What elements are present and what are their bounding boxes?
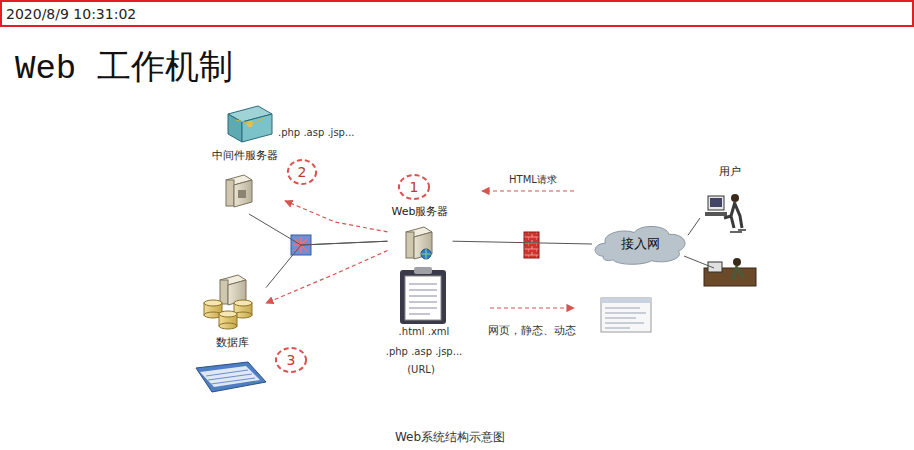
timestamp-box: 2020/8/9 10:31:02 — [0, 0, 914, 27]
access-network-cloud: 接入网 — [592, 222, 688, 266]
flow-arrow — [266, 251, 388, 304]
newspaper-icon — [196, 362, 266, 392]
node-label: 中间件服务器 — [212, 148, 278, 163]
network-link — [249, 214, 388, 245]
network-wire — [684, 256, 714, 268]
cube-icon — [228, 106, 272, 142]
diagram-title: Web 工作机制 — [15, 44, 233, 90]
callout-text: 3 — [287, 352, 296, 368]
url-note: (URL) — [407, 364, 435, 375]
network-link — [266, 241, 388, 287]
node-label: 数据库 — [216, 335, 249, 350]
webpage-thumbnail — [601, 298, 651, 332]
file-types: .html .xml — [399, 326, 450, 337]
callout-number: 2 — [287, 159, 317, 185]
callout-number: 1 — [398, 174, 430, 200]
node-label: 接入网 — [621, 235, 660, 253]
callout-text: 2 — [298, 164, 307, 180]
server-icon — [226, 175, 252, 207]
firewall-icon — [524, 232, 539, 258]
user-figure — [704, 258, 756, 286]
flow-arrow — [285, 201, 388, 232]
network-link — [453, 241, 593, 244]
file-types: .php .asp .jsp... — [386, 346, 462, 357]
node-label: 用户 — [719, 164, 741, 179]
user-figure — [705, 194, 746, 232]
callout-number: 3 — [275, 347, 307, 373]
response-label: 网页，静态、动态 — [488, 323, 576, 338]
callout-text: 1 — [410, 179, 419, 195]
user: 用户 — [700, 164, 760, 236]
document-icon — [400, 267, 446, 324]
diagram-caption: Web系统结构示意图 — [395, 429, 505, 446]
middleware-server: 中间件服务器 — [205, 148, 285, 214]
node-label: Web服务器 — [392, 204, 449, 219]
node-label: 2020/8/9 10:31:02 — [6, 6, 136, 22]
file-types: .php .asp .jsp... — [278, 127, 354, 138]
server-icon — [406, 227, 432, 259]
database: 数据库 — [198, 272, 266, 350]
network-link — [688, 218, 700, 235]
web-server: Web服务器 — [388, 204, 453, 266]
request-arrow — [482, 190, 574, 191]
response-arrow — [490, 307, 574, 308]
database-icon — [204, 275, 252, 329]
request-label: HTML请求 — [509, 173, 557, 187]
